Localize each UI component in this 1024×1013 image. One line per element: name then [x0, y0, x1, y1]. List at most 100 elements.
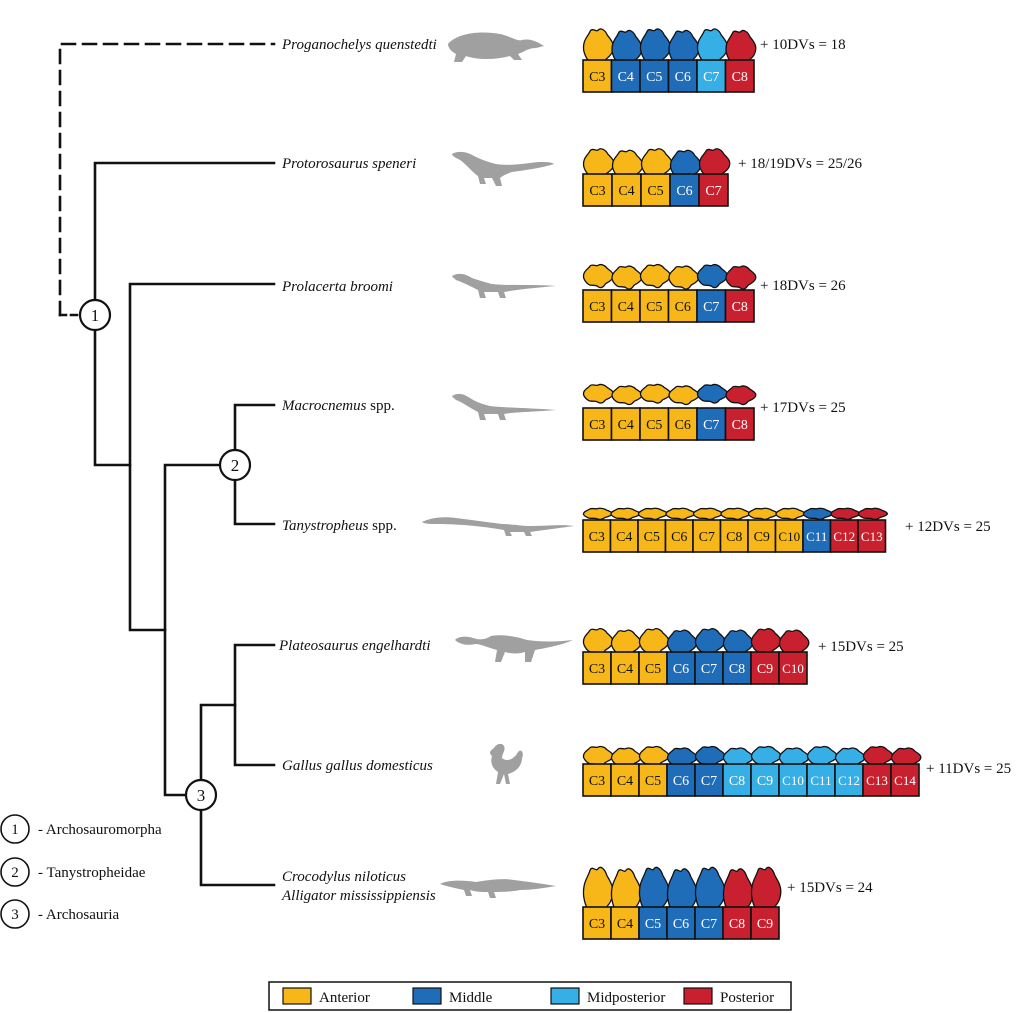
cervical-cell-c6: C6	[666, 651, 696, 685]
dv-note: + 10DVs = 18	[760, 37, 846, 53]
cervical-cell-c5: C5	[640, 173, 671, 207]
cervical-cell-c6: C6	[664, 519, 694, 553]
cervical-cell-c8: C8	[724, 59, 755, 93]
legend-item-midposterior: Midposterior	[550, 987, 665, 1006]
cell-label: C9	[757, 917, 773, 932]
dv-note: + 11DVs = 25	[926, 761, 1011, 777]
cervical-cell-c10: C10	[774, 519, 804, 553]
dv-note: + 18/19DVs = 25/26	[738, 156, 863, 172]
cell-label: C5	[646, 70, 662, 85]
legend-swatch	[282, 987, 312, 1005]
cell-label: C10	[782, 773, 804, 788]
cervical-cell-c3: C3	[582, 906, 612, 940]
taxon-label: Macrocnemus spp.	[281, 398, 395, 414]
cell-label: C5	[645, 917, 661, 932]
cervical-cell-c13: C13	[857, 519, 887, 553]
node-circle	[184, 778, 218, 812]
key-circle	[0, 899, 30, 929]
cell-box	[667, 407, 698, 441]
cell-box	[639, 59, 670, 93]
cell-box	[722, 763, 752, 797]
cell-label: C7	[703, 300, 719, 315]
turtle-silhouette	[448, 32, 544, 62]
key-number: 3	[11, 907, 19, 923]
cell-label: C6	[673, 774, 689, 789]
cell-label: C4	[618, 70, 634, 85]
cell-box	[637, 519, 667, 553]
cell-label: C3	[589, 184, 605, 199]
taxon-name: Proganochelys quenstedti	[281, 37, 437, 53]
cervical-cell-c3: C3	[582, 59, 613, 93]
cell-label: C7	[703, 418, 719, 433]
cell-label: C4	[618, 300, 634, 315]
vertebra-c8	[725, 265, 757, 290]
cervical-cell-c10: C10	[778, 763, 808, 797]
branch-node-a	[128, 282, 276, 632]
taxon-name: Prolacerta broomi	[281, 279, 393, 295]
cell-box	[890, 763, 920, 797]
cell-label: C4	[616, 530, 632, 545]
cell-box	[750, 906, 780, 940]
cell-box	[698, 173, 729, 207]
cervical-cell-c7: C7	[698, 173, 729, 207]
cervical-cell-c3: C3	[582, 519, 612, 553]
cervical-cell-c9: C9	[747, 519, 777, 553]
cell-label: C10	[778, 529, 800, 544]
cell-label: C8	[732, 70, 748, 85]
taxon-label: Gallus gallus domesticus	[282, 758, 433, 774]
vertebrae-row	[582, 28, 757, 69]
protorosaurus-silhouette	[452, 151, 554, 186]
vertebra-c8	[720, 507, 751, 521]
cell-label: C3	[589, 530, 605, 545]
vertebra-c6	[665, 507, 696, 521]
legend-swatch	[683, 987, 713, 1005]
vertebra-c11	[802, 507, 833, 521]
cell-box	[638, 763, 668, 797]
vertebra-c11	[806, 745, 838, 767]
cell-label: C13	[866, 773, 888, 788]
cervical-cell-c7: C7	[696, 59, 727, 93]
cell-label: C9	[757, 774, 773, 789]
cell-label: C8	[732, 418, 748, 433]
macrocnemus-silhouette	[452, 393, 556, 420]
dv-note: + 18DVs = 26	[760, 278, 846, 294]
cell-box	[582, 173, 613, 207]
cervical-cell-c4: C4	[610, 763, 640, 797]
node-marker-2: 2	[218, 448, 252, 482]
legend-swatch	[412, 987, 442, 1005]
cervical-cell-c5: C5	[639, 407, 670, 441]
cell-label: C4	[617, 917, 633, 932]
cervical-cell-c8: C8	[722, 651, 752, 685]
cervical-cell-c6: C6	[667, 407, 698, 441]
vertebrae-row	[582, 507, 888, 521]
node-markers: 123	[78, 298, 252, 812]
legend-label: Middle	[449, 990, 493, 1006]
vertebra-c13	[857, 507, 888, 521]
cell-label: C3	[589, 70, 605, 85]
crocodile-silhouette	[440, 879, 556, 898]
branch-dinosauria	[233, 643, 276, 767]
vertebra-c13	[862, 745, 894, 767]
vertebra-c6	[668, 385, 700, 406]
cell-box	[610, 59, 641, 93]
cervical-cell-c7: C7	[694, 651, 724, 685]
cell-label: C5	[644, 530, 660, 545]
cervical-cell-c8: C8	[722, 906, 752, 940]
cell-label: C7	[701, 917, 717, 932]
cell-box	[640, 173, 671, 207]
cervical-cell-c3: C3	[582, 289, 613, 323]
cell-label: C8	[726, 530, 742, 545]
cervical-cell-c4: C4	[610, 906, 640, 940]
key-circle	[0, 814, 30, 844]
taxon-label: Prolacerta broomi	[281, 279, 393, 295]
vertebra-c10	[775, 507, 806, 521]
node-number: 1	[91, 306, 100, 325]
cervical-cell-c4: C4	[609, 519, 639, 553]
cell-label: C7	[701, 774, 717, 789]
